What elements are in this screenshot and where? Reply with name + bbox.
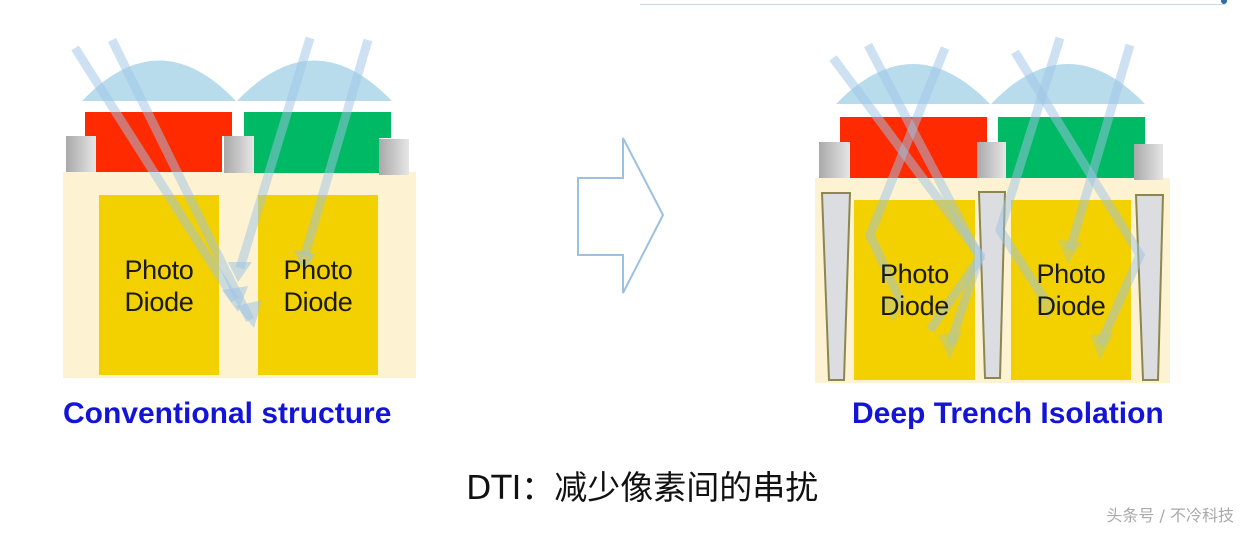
watermark: 头条号 / 不冷科技 <box>1106 506 1234 525</box>
photodiode-label-line1: Photo <box>879 259 950 289</box>
metal-block <box>819 142 850 178</box>
photodiode-label-line2: Diode <box>283 287 353 317</box>
conventional-structure-title: Conventional structure <box>63 397 392 430</box>
metal-block <box>379 139 409 175</box>
deep-trench <box>820 192 852 381</box>
right-arrow-icon <box>577 137 665 294</box>
light-rays <box>71 36 373 322</box>
microlens-left <box>82 60 236 101</box>
photodiode-label-line1: Photo <box>1036 259 1106 289</box>
ray-arrowheads <box>880 240 1114 360</box>
deep-trench <box>977 191 1007 379</box>
photodiode <box>1011 200 1131 380</box>
photodiode-label: Photo Diode <box>1011 258 1131 322</box>
photodiode-label-line2: Diode <box>1036 291 1106 321</box>
photodiode-label-line1: Photo <box>283 255 353 285</box>
conventional-structure <box>63 36 416 378</box>
photodiode-label-line2: Diode <box>124 287 194 317</box>
microlens-left <box>836 64 990 104</box>
top-cropped-banner <box>640 0 1227 5</box>
ray-arrowheads <box>222 250 316 328</box>
photodiode-label-line2: Diode <box>879 291 950 321</box>
photodiode-label: Photo Diode <box>854 258 975 322</box>
photodiode-label-line1: Photo <box>124 255 194 285</box>
dti-structure-title: Deep Trench Isolation <box>852 397 1164 430</box>
photodiode-label: Photo Diode <box>258 254 378 318</box>
photodiode-label: Photo Diode <box>99 254 219 318</box>
metal-block <box>977 142 1006 178</box>
light-rays <box>829 36 1146 347</box>
green-filter <box>244 112 391 173</box>
metal-block <box>66 136 96 172</box>
metal-block <box>224 136 254 173</box>
caption: DTI：减少像素间的串扰 <box>466 468 819 507</box>
banner-endcap <box>1221 0 1227 4</box>
dti-structure <box>815 36 1170 383</box>
microlens-right <box>237 60 392 101</box>
metal-block <box>1134 144 1163 180</box>
red-filter <box>840 117 987 178</box>
deep-trench <box>1134 194 1165 381</box>
